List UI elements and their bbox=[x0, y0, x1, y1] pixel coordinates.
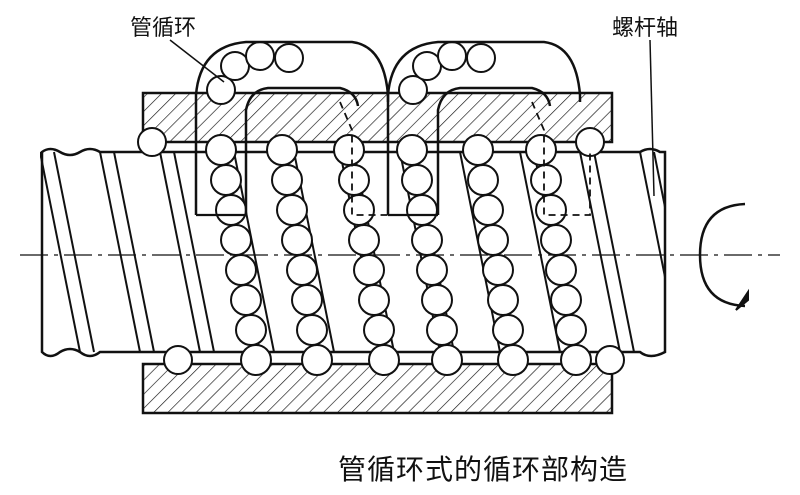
ball bbox=[550, 284, 582, 316]
ball bbox=[466, 43, 496, 73]
ball bbox=[205, 134, 237, 166]
ball bbox=[225, 254, 257, 286]
thread-line bbox=[40, 151, 95, 353]
ball bbox=[492, 314, 524, 346]
ball bbox=[286, 254, 318, 286]
ball bbox=[210, 164, 242, 196]
ball bbox=[245, 41, 275, 71]
balls-group bbox=[137, 41, 625, 376]
ball bbox=[333, 134, 365, 166]
ball bbox=[301, 344, 333, 376]
hidden-lines bbox=[339, 101, 591, 216]
return-tube-right bbox=[386, 40, 582, 217]
ball bbox=[215, 194, 247, 226]
ball bbox=[540, 224, 572, 256]
ball bbox=[220, 224, 252, 256]
return-tube-label: 管循环 bbox=[130, 16, 197, 41]
ball bbox=[348, 224, 380, 256]
ball bbox=[396, 134, 428, 166]
ball bbox=[467, 164, 499, 196]
diagram-caption: 管循环式的循环部构造 bbox=[338, 453, 629, 486]
ball bbox=[266, 134, 298, 166]
leader-line-return-tube bbox=[169, 39, 225, 83]
ball bbox=[426, 314, 458, 346]
ball bbox=[595, 345, 625, 375]
ball bbox=[274, 43, 304, 73]
ball bbox=[487, 284, 519, 316]
ball bbox=[525, 134, 557, 166]
ball bbox=[137, 127, 167, 157]
ball bbox=[235, 314, 267, 346]
ball bbox=[220, 51, 250, 81]
ball bbox=[343, 194, 375, 226]
ball bbox=[398, 75, 428, 105]
ball bbox=[477, 224, 509, 256]
ball bbox=[530, 164, 562, 196]
ball bbox=[296, 314, 328, 346]
ball bbox=[271, 164, 303, 196]
ball bbox=[291, 284, 323, 316]
ball bbox=[368, 344, 400, 376]
ball bbox=[555, 314, 587, 346]
ball bbox=[276, 194, 308, 226]
thread-line bbox=[159, 151, 215, 353]
ball bbox=[281, 224, 313, 256]
ball bbox=[401, 164, 433, 196]
ball bbox=[462, 134, 494, 166]
rotation-arrow-icon bbox=[698, 202, 749, 311]
ball bbox=[412, 51, 442, 81]
ball bbox=[338, 164, 370, 196]
ball bbox=[240, 344, 272, 376]
thread-line bbox=[0, 152, 34, 352]
ball bbox=[416, 254, 448, 286]
thread-line bbox=[639, 151, 665, 283]
screw-shaft-label: 螺杆轴 bbox=[612, 16, 679, 41]
ball bbox=[411, 224, 443, 256]
ball bbox=[230, 284, 262, 316]
return-tube-left bbox=[194, 40, 390, 217]
ball bbox=[163, 345, 193, 375]
ball bbox=[472, 194, 504, 226]
ball bbox=[421, 284, 453, 316]
ball bbox=[575, 127, 605, 157]
ball bbox=[545, 254, 577, 286]
ball bbox=[206, 75, 236, 105]
ball bbox=[358, 284, 390, 316]
thread-line bbox=[579, 151, 635, 353]
ball bbox=[437, 41, 467, 71]
ball bbox=[482, 254, 514, 286]
ball bbox=[431, 344, 463, 376]
ball bbox=[406, 194, 438, 226]
thread-line bbox=[700, 152, 754, 352]
leader-line-screw-shaft bbox=[649, 39, 655, 197]
thread-line bbox=[99, 151, 155, 353]
ball bbox=[560, 344, 592, 376]
ball bbox=[353, 254, 385, 286]
ball bbox=[535, 194, 567, 226]
ball bbox=[363, 314, 395, 346]
ball bbox=[497, 344, 529, 376]
